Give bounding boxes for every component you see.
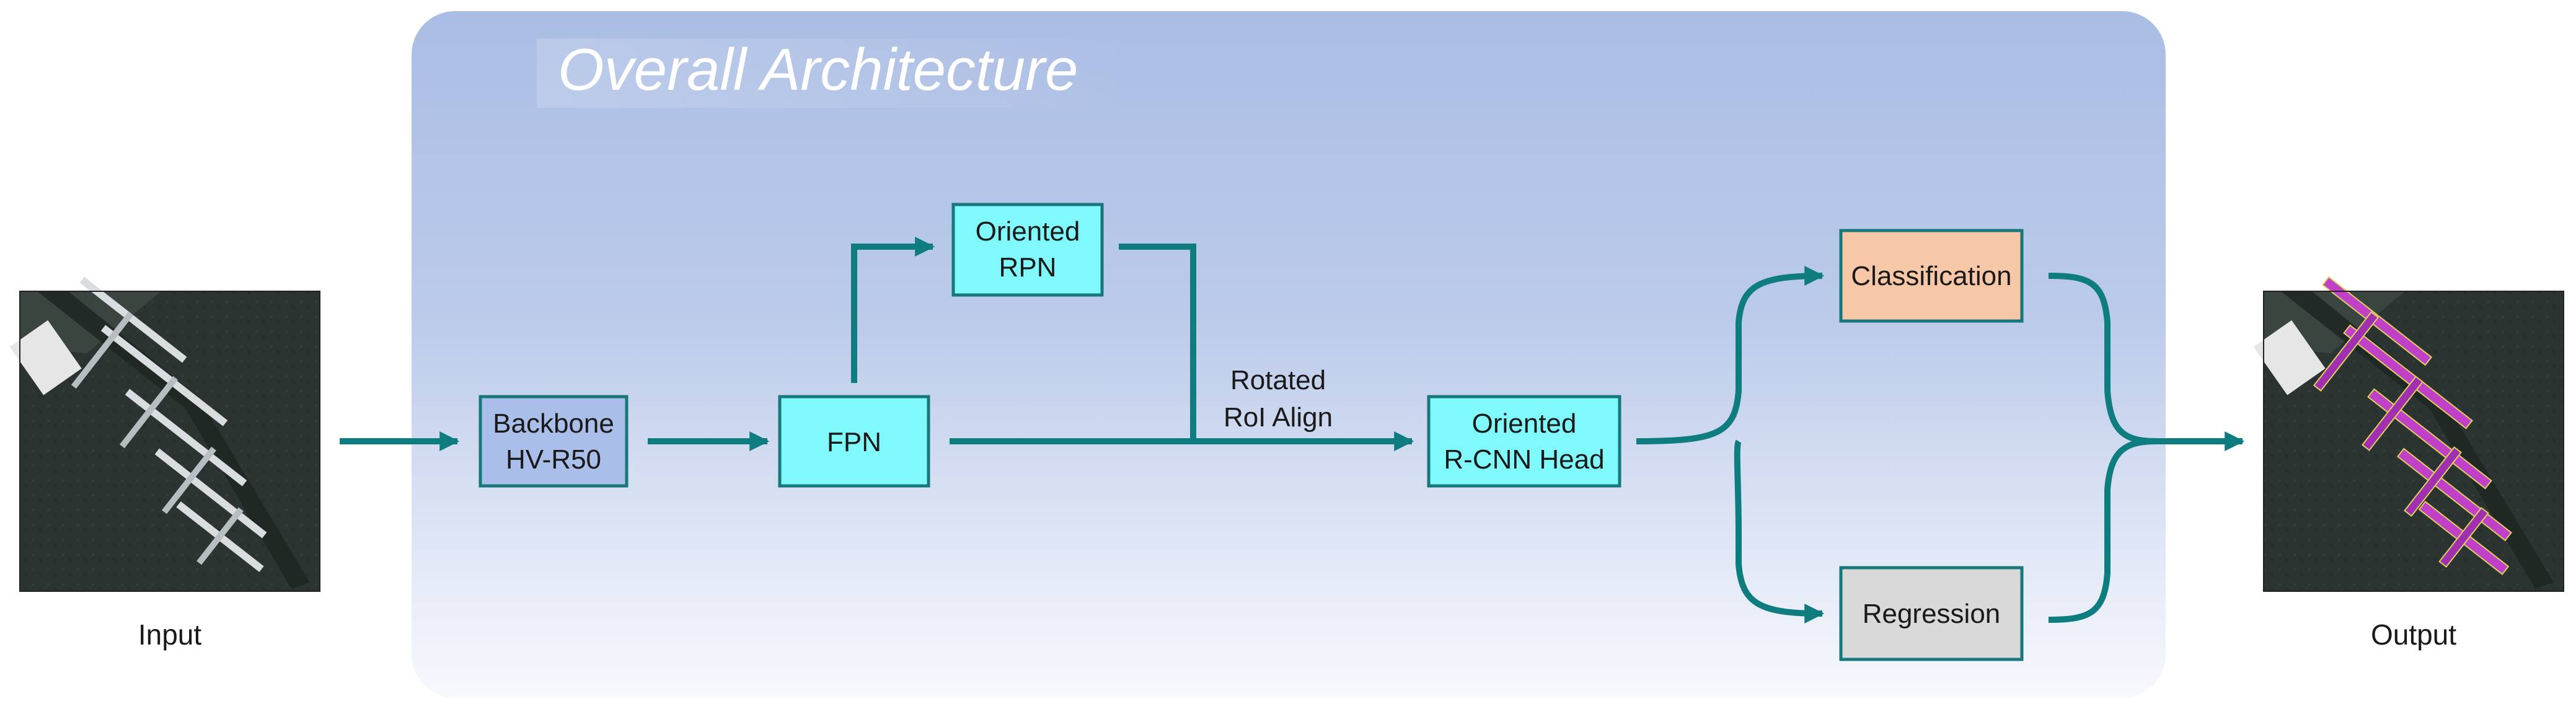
rotated-roi-align-line1: Rotated <box>1230 365 1326 395</box>
fpn-node: FPN <box>778 395 930 488</box>
rotated-roi-align-line2: RoI Align <box>1224 402 1333 433</box>
fpn-to-rpn-arrow <box>851 236 935 383</box>
oriented-rcnn-head-line2: R-CNN Head <box>1444 444 1604 475</box>
head-split-to-classification-arrow <box>1636 266 1825 444</box>
rotated-roi-align-label: Rotated RoI Align <box>1224 365 1333 433</box>
oriented-rcnn-head-node: Oriented R-CNN Head <box>1427 395 1621 488</box>
oriented-rcnn-head-line1: Oriented <box>1472 408 1577 439</box>
classification-to-merge-connector <box>2048 273 2158 444</box>
output-label: Output <box>2371 619 2456 651</box>
architecture-panel <box>412 11 2166 698</box>
oriented-rpn-node: Oriented RPN <box>951 203 1104 297</box>
regression-node: Regression <box>1839 566 2024 661</box>
backbone-node: Backbone HV-R50 <box>479 395 629 488</box>
head-split-to-regression-arrow <box>1734 439 1825 623</box>
input-image <box>9 276 320 592</box>
backbone-node-line2: HV-R50 <box>506 444 601 475</box>
title-highlight <box>537 38 1144 108</box>
oriented-rpn-node-line1: Oriented <box>976 216 1080 247</box>
classification-node-label: Classification <box>1851 261 2011 291</box>
classification-node: Classification <box>1839 229 2024 323</box>
panel-title: Overall Architecture <box>558 37 1078 103</box>
input-label: Input <box>138 619 202 651</box>
regression-node-label: Regression <box>1863 599 2001 629</box>
rpn-to-roi-connector <box>1119 244 1196 441</box>
regression-to-merge-connector <box>2048 438 2158 623</box>
output-image <box>2253 276 2564 592</box>
fpn-node-label: FPN <box>827 427 881 457</box>
oriented-rpn-node-line2: RPN <box>999 252 1057 283</box>
backbone-node-line1: Backbone <box>493 408 614 439</box>
